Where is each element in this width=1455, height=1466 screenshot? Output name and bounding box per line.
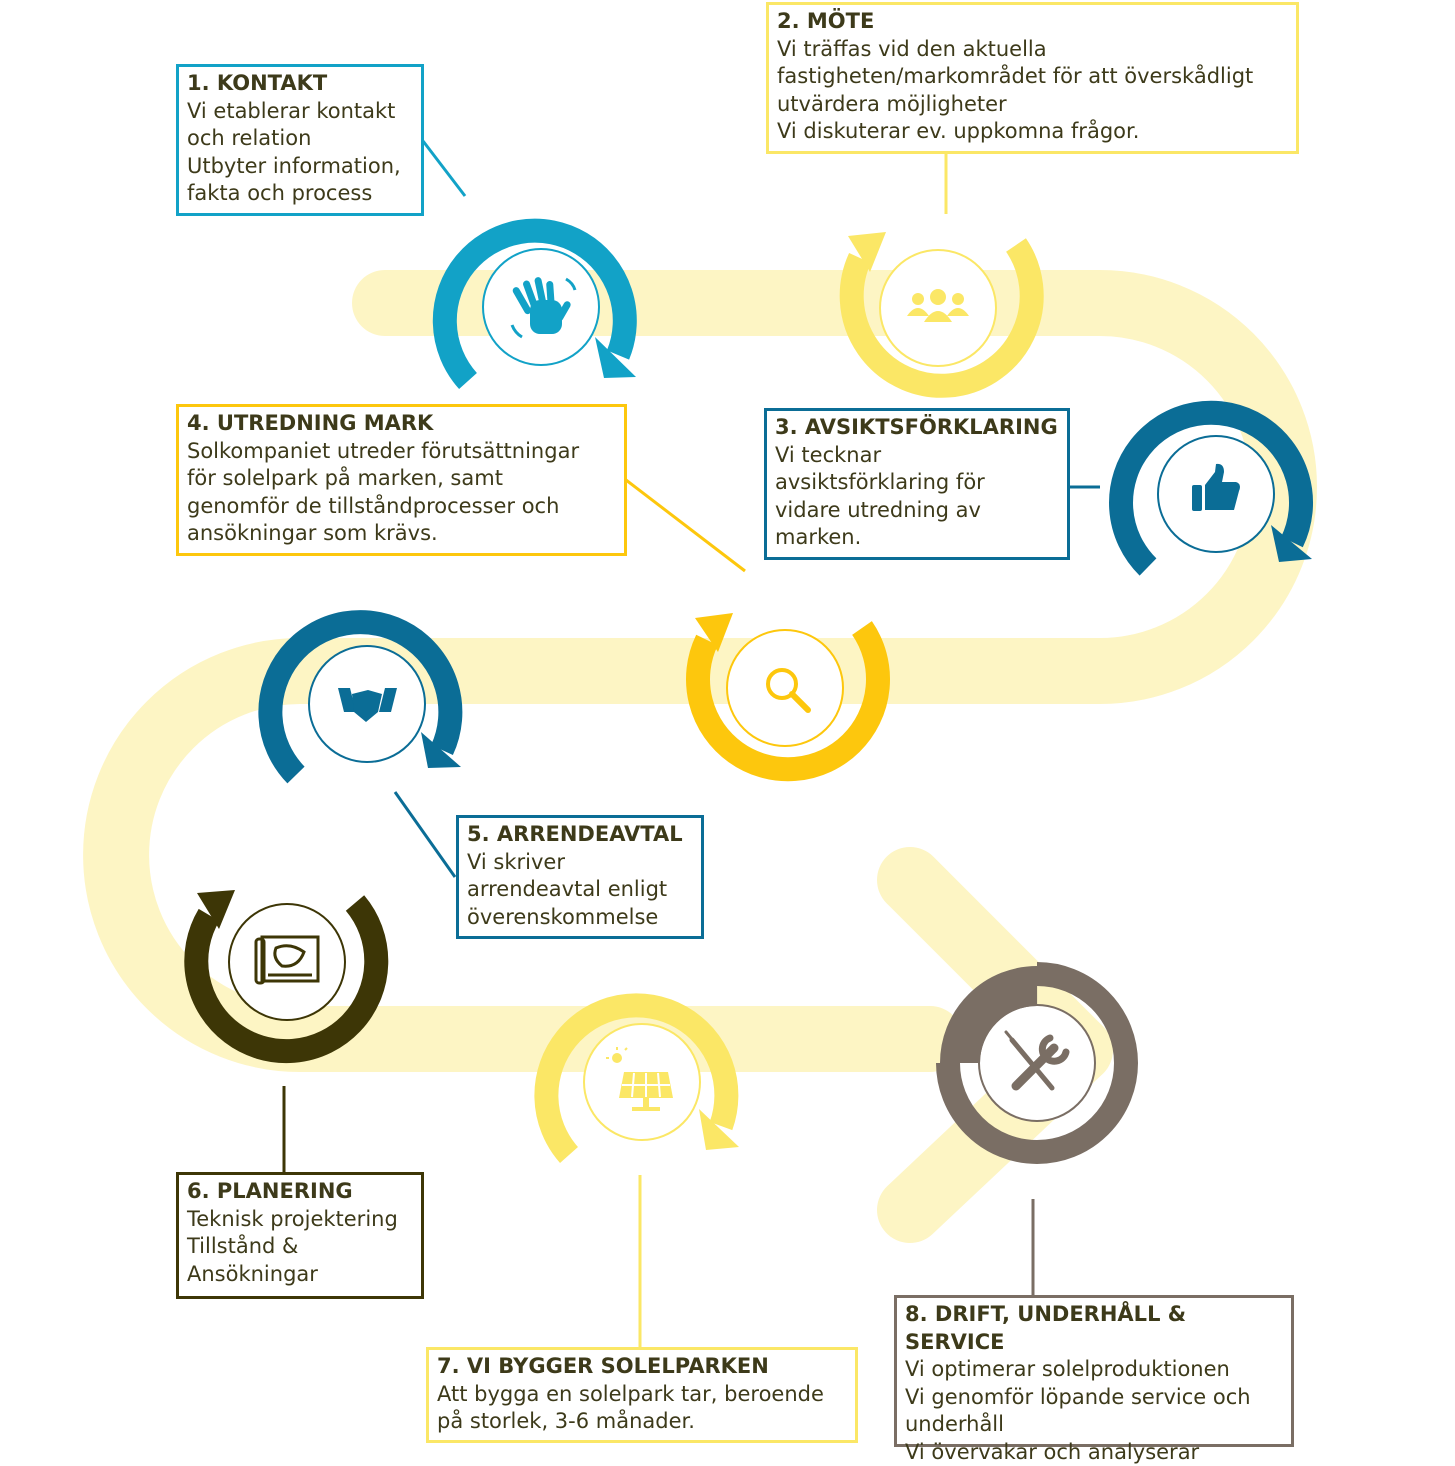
step-3-line-2: avsiktsförklaring för xyxy=(775,469,1059,497)
step-6-title: 6. PLANERING xyxy=(187,1178,413,1206)
step-5-line-1: Vi skriver xyxy=(467,849,693,877)
step-3-line-3: vidare utredning av xyxy=(775,497,1059,525)
step-3-line-1: Vi tecknar xyxy=(775,442,1059,470)
step-8-line-2: Vi genomför löpande service och xyxy=(905,1384,1283,1412)
step-7-line-2: på storlek, 3-6 månader. xyxy=(437,1408,847,1436)
step-3-title: 3. AVSIKTSFÖRKLARING xyxy=(775,414,1059,442)
step-2-box: 2. MÖTE Vi träffas vid den aktuella fast… xyxy=(766,2,1299,154)
step-6-line-1: Teknisk projektering xyxy=(187,1206,413,1234)
step-6-line-2: Tillstånd & xyxy=(187,1233,413,1261)
step-1-title: 1. KONTAKT xyxy=(187,70,413,98)
step-8-title: 8. DRIFT, UNDERHÅLL & SERVICE xyxy=(905,1301,1283,1356)
step-5-title: 5. ARRENDEAVTAL xyxy=(467,821,693,849)
connector-4 xyxy=(626,480,745,571)
step-1-line-3: Utbyter information, xyxy=(187,153,413,181)
step-8-line-4: Vi övervakar och analyserar xyxy=(905,1439,1283,1466)
step-1-line-4: fakta och process xyxy=(187,180,413,208)
step-4-box: 4. UTREDNING MARK Solkompaniet utreder f… xyxy=(176,404,627,556)
step-8-box: 8. DRIFT, UNDERHÅLL & SERVICE Vi optimer… xyxy=(894,1295,1294,1447)
step-6-box: 6. PLANERING Teknisk projektering Tillst… xyxy=(176,1172,424,1299)
step-1-line-2: och relation xyxy=(187,125,413,153)
step-7-box: 7. VI BYGGER SOLELPARKEN Att bygga en so… xyxy=(426,1347,858,1443)
step-8-line-3: underhåll xyxy=(905,1411,1283,1439)
step-2-line-3: utvärdera möjligheter xyxy=(777,91,1288,119)
step-7-title: 7. VI BYGGER SOLELPARKEN xyxy=(437,1353,847,1381)
step-1-line-1: Vi etablerar kontakt xyxy=(187,98,413,126)
step-5-box: 5. ARRENDEAVTAL Vi skriver arrendeavtal … xyxy=(456,815,704,939)
step-5-line-2: arrendeavtal enligt xyxy=(467,876,693,904)
step-2-line-2: fastigheten/markområdet för att överskåd… xyxy=(777,63,1288,91)
step-2-title: 2. MÖTE xyxy=(777,8,1288,36)
step-5-line-3: överenskommelse xyxy=(467,904,693,932)
connector-5 xyxy=(395,792,455,877)
step-7-line-1: Att bygga en solelpark tar, beroende xyxy=(437,1381,847,1409)
step-4-title: 4. UTREDNING MARK xyxy=(187,410,616,438)
step-2-line-1: Vi träffas vid den aktuella xyxy=(777,36,1288,64)
step-3-box: 3. AVSIKTSFÖRKLARING Vi tecknar avsiktsf… xyxy=(764,408,1070,560)
step-4-line-4: ansökningar som krävs. xyxy=(187,520,616,548)
step-1-box: 1. KONTAKT Vi etablerar kontakt och rela… xyxy=(176,64,424,216)
step-4-line-3: genomför de tillståndprocesser och xyxy=(187,493,616,521)
step-4-line-2: för solelpark på marken, samt xyxy=(187,465,616,493)
step-7-circle xyxy=(546,1005,739,1155)
step-4-line-1: Solkompaniet utreder förutsättningar xyxy=(187,438,616,466)
step-8-line-1: Vi optimerar solelproduktionen xyxy=(905,1356,1283,1384)
step-3-line-4: marken. xyxy=(775,524,1059,552)
connector-1 xyxy=(423,141,465,196)
step-6-line-3: Ansökningar xyxy=(187,1261,413,1289)
step-2-line-4: Vi diskuterar ev. uppkomna frågor. xyxy=(777,118,1288,146)
